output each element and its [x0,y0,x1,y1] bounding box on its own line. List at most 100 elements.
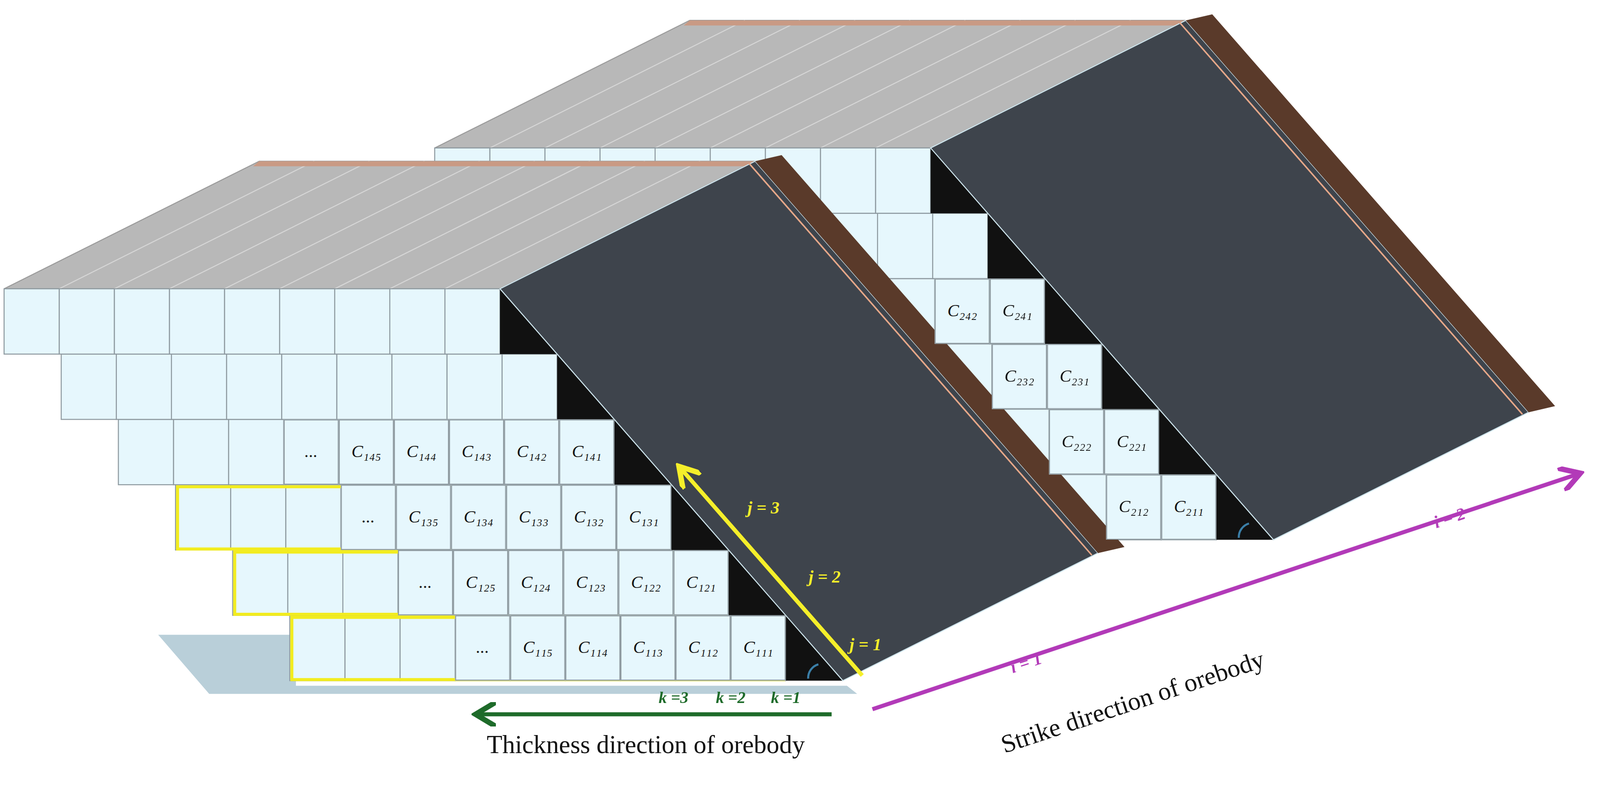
stope-cell: C₁₄₅ [338,419,394,485]
cell-label: C₁₁₄ [578,637,608,658]
cell-label: C₁₄₂ [516,441,547,463]
stope-cell [226,354,282,420]
axis-label: k =1 [771,688,801,708]
stope-cell [447,354,503,420]
plate-edge [754,155,1125,554]
stope-cell [116,354,172,420]
cell-label: ... [361,507,375,528]
stope-cell: C₂₁₂ [1105,474,1161,541]
stope-cell [673,550,729,616]
stope-cell [169,288,225,355]
stope-cell: C₁₂₅ [453,550,509,616]
surface-stripe [490,20,745,148]
plate-edge [1185,14,1556,413]
surface-stripe [114,161,370,289]
cell-label: C₁₃₂ [573,507,604,528]
cell-label: C₁₁₂ [688,637,718,658]
stope-cell [175,484,231,551]
stope-cell [230,484,286,551]
stope-cell [563,550,619,616]
cell-label: C₂₄₁ [1002,300,1033,322]
stope-cell [1104,409,1160,475]
stope-cell [932,213,988,279]
cell-label: C₂₂₂ [1061,431,1092,453]
stope-cell: C₂₃₂ [991,343,1047,410]
cell-label: C₂₃₂ [1004,366,1035,387]
stope-cell [283,419,339,485]
stope-cell: C₂₁₁ [1161,474,1217,541]
axis-label: j = 3 [747,498,780,519]
stope-cell [391,354,447,420]
axis-label: i = 1 [1007,648,1045,678]
surface-stripe [169,161,425,289]
stope-cell [4,288,60,355]
cell-label: C₁₄₁ [571,441,602,463]
stope-cell [616,484,672,551]
stope-cell: C₁₁₁ [730,615,786,681]
surface-stripe [224,161,480,289]
stope-cell [506,484,562,551]
cell-label: C₁₁₅ [522,637,553,658]
surface-stripe [600,20,856,148]
surface-stripe [545,20,800,148]
stope-cell [620,615,676,681]
stope-cell [114,288,170,355]
stope-cell [397,550,454,616]
stope-cell [1161,474,1217,541]
stope-cell [340,484,396,551]
stope-cell: C₁₃₂ [561,484,617,551]
stope-cell [934,278,990,344]
j-arrow [681,469,863,676]
dip-angle [808,664,819,679]
cell-label: C₁₂₃ [575,572,606,593]
stope-cell: C₁₂₃ [563,550,619,616]
stope-cell: C₁₄₄ [393,419,449,485]
dip-angle [1238,523,1249,538]
stope-cell: ... [283,419,339,485]
stope-cell: C₁₂₁ [673,550,729,616]
cell-label: C₁₂₂ [631,572,662,593]
cell-label: ... [304,441,318,463]
stope-cell [400,615,456,681]
stope-cell: C₁₄₃ [448,419,505,485]
stope-cell [453,550,509,616]
stope-cell [281,354,337,420]
stope-cell: C₁₃₅ [395,484,451,551]
stope-cell: C₂₄₁ [989,278,1046,344]
stope-cell [991,343,1047,410]
stope-cell: C₂₂₂ [1049,409,1105,475]
stope-cell [287,550,343,616]
stope-cell [877,213,933,279]
stope-cell: C₁₂₂ [618,550,674,616]
cell-label: C₂₂₁ [1116,431,1147,453]
plate-line [1179,22,1523,415]
cell-label: C₂₁₂ [1119,496,1149,518]
stope-cell: C₁₃₄ [451,484,507,551]
stope-cell: C₁₄₂ [504,419,560,485]
axis-label: j = 1 [849,634,882,656]
stope-cell [508,550,564,616]
stope-cell [510,615,566,681]
stope-cell: C₁₁₂ [675,615,731,681]
surface-stripe [710,20,966,148]
stope-cell: C₂₄₂ [934,278,990,344]
stope-cell: C₁₃₃ [506,484,562,551]
stope-cell [228,419,284,485]
stope-cell [820,147,876,214]
cell-label: C₁₃₃ [518,507,549,528]
cell-label: C₂₁₁ [1174,496,1204,518]
stope-cell [1049,409,1105,475]
stope-cell: C₁₁₄ [565,615,621,681]
stope-cell: C₁₁₃ [620,615,676,681]
stope-cell [875,147,931,214]
cell-label: C₁₁₁ [743,637,773,658]
stope-cell [224,288,280,355]
stope-cell [1046,343,1102,410]
stope-cell [451,484,507,551]
stope-cell: C₁₃₁ [616,484,672,551]
stope-cell [1105,474,1161,541]
cell-label: C₁₂₄ [520,572,551,593]
stope-cell: C₁₄₁ [559,419,615,485]
stope-cell [504,419,560,485]
